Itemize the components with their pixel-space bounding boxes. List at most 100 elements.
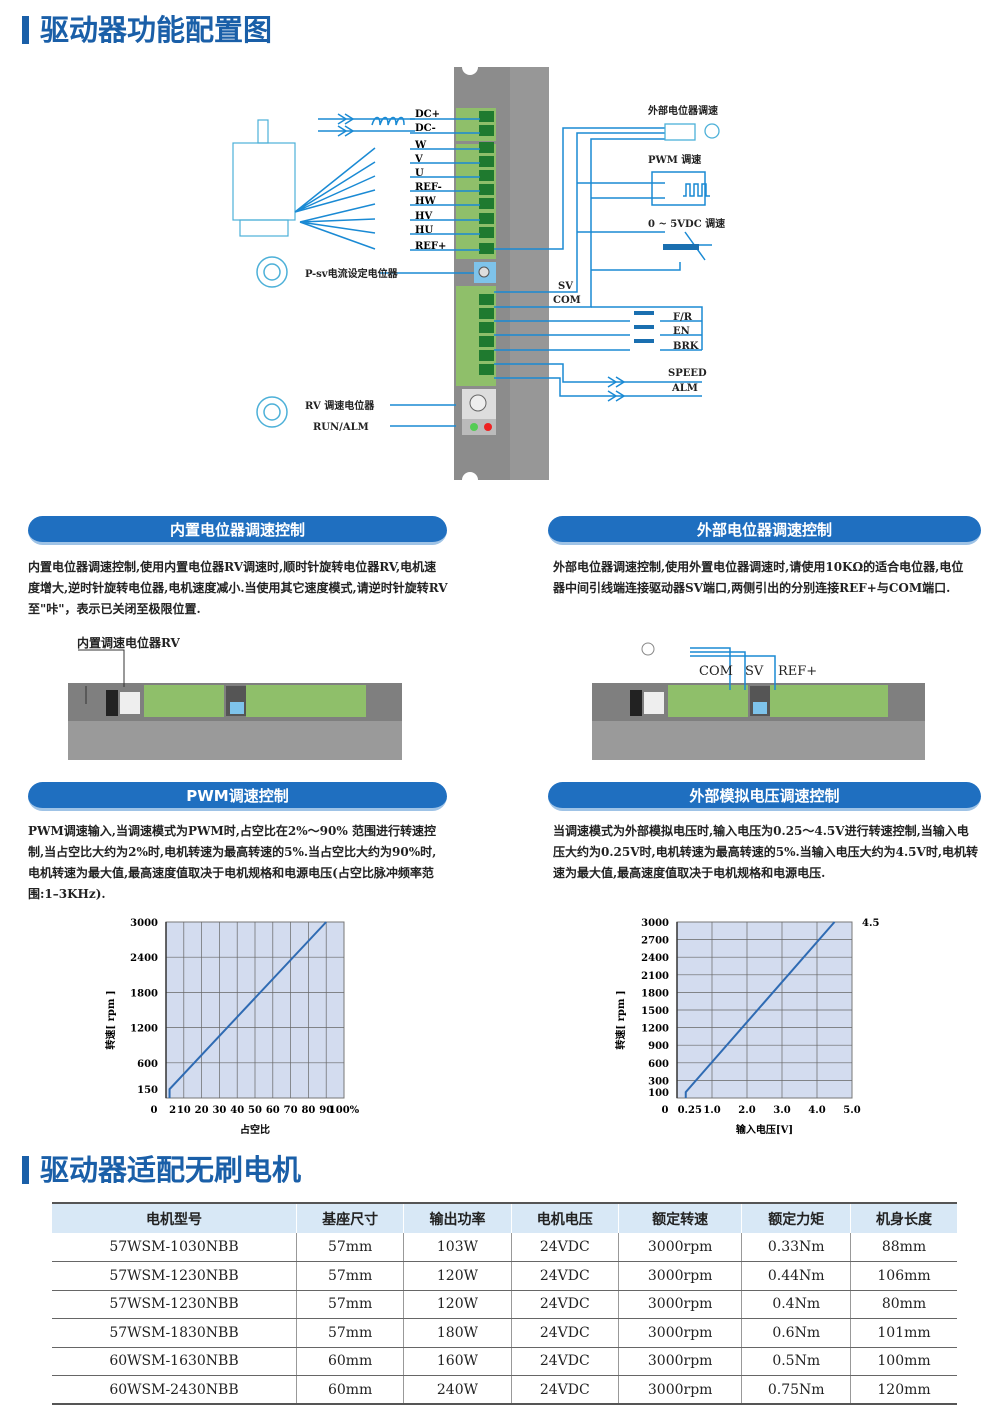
internal-figure-label: 内置调速电位器RV (77, 636, 180, 650)
table-cell: 3000rpm (617, 1233, 742, 1262)
table-cell: 103W (403, 1233, 512, 1262)
terminal-pin (479, 294, 494, 305)
table-cell: 160W (403, 1347, 512, 1376)
en-label: EN (673, 326, 690, 337)
pot-icon-rv (256, 396, 288, 428)
table-cell: 57WSM-1230NBB (52, 1290, 297, 1319)
table-cell: 3000rpm (617, 1375, 742, 1405)
pin-label: DC+ (415, 109, 440, 120)
table-cell: 57mm (295, 1233, 404, 1262)
y-tick-label: 1800 (130, 988, 158, 999)
y-tick-label: 600 (648, 1059, 669, 1070)
pwm-label: PWM 调速 (648, 153, 701, 166)
y-tick-label: 2400 (130, 953, 158, 964)
y-tick-label: 900 (648, 1041, 669, 1052)
column-header: 基座尺寸 (295, 1202, 404, 1233)
motor-icon (232, 119, 296, 237)
table-cell: 3000rpm (617, 1261, 742, 1291)
x-tick-label: 0.25 (678, 1105, 702, 1116)
table-cell: 0.75Nm (741, 1375, 851, 1405)
analog-text: 当调速模式为外部模拟电压时,输入电压为0.25～4.5V进行转速控制,当输入电压… (553, 824, 979, 880)
y-tick-label: 600 (137, 1059, 158, 1070)
series-line (168, 921, 327, 1098)
motor-table: 电机型号基座尺寸输出功率电机电压额定转速额定力矩机身长度 57WSM-1030N… (52, 1202, 957, 1405)
ext-com-label: COM (699, 664, 733, 679)
y-tick-label: 1200 (641, 1024, 669, 1035)
table-cell: 24VDC (510, 1261, 619, 1291)
table-cell: 240W (403, 1375, 512, 1405)
x-tick-label: 30 (212, 1105, 226, 1116)
x-tick-label: 0 (151, 1105, 158, 1116)
y-tick-label: 2400 (641, 953, 669, 964)
voltage-speed-chart: 1003006009001200150018002100240027003000… (614, 918, 879, 1136)
terminal-pin (479, 227, 494, 238)
ext-pot-icon (664, 123, 720, 141)
table-cell: 24VDC (510, 1290, 619, 1319)
table-cell: 80mm (850, 1290, 957, 1319)
table-cell: 60WSM-1630NBB (52, 1347, 297, 1376)
y-tick-label: 3000 (130, 918, 158, 929)
terminal-pin (479, 308, 494, 319)
column-header: 额定转速 (617, 1202, 742, 1233)
ext-sv-label: SV (745, 664, 764, 679)
x-tick-label: 40 (230, 1105, 244, 1116)
x-tick-label: 0 (662, 1105, 669, 1116)
x-tick-label: 100% (329, 1105, 360, 1116)
x-tick-label: 90 (319, 1105, 333, 1116)
rv-label: RV 调速电位器 (305, 399, 375, 412)
com-label: COM (553, 295, 581, 306)
sv-label: SV (558, 281, 573, 292)
table-cell: 101mm (850, 1318, 957, 1348)
table-cell: 100mm (850, 1347, 957, 1376)
x-tick-label: 5.0 (843, 1105, 860, 1116)
table-cell: 60WSM-2430NBB (52, 1375, 297, 1405)
pin-label: HU (415, 225, 433, 236)
x-tick-label: 10 (177, 1105, 191, 1116)
pwm-text: PWM调速输入,当调速模式为PWM时,占空比在2%～90% 范围进行转速控制,当… (28, 824, 437, 901)
table-cell: 57WSM-1830NBB (52, 1318, 297, 1348)
x-axis-label: 输入电压[V] (736, 1123, 793, 1136)
y-tick-label: 1500 (641, 1006, 669, 1017)
table-cell: 88mm (850, 1233, 957, 1262)
section-analog-title: 外部模拟电压调速控制 (548, 782, 981, 811)
y-tick-label: 300 (648, 1076, 669, 1087)
terminal-pin (479, 322, 494, 333)
vdc-label: 0 ~ 5VDC 调速 (648, 217, 725, 230)
terminal-pin (479, 336, 494, 347)
terminal-pin (479, 364, 494, 375)
alm-label: ALM (671, 383, 698, 394)
x-tick-label: 3.0 (773, 1105, 790, 1116)
column-header: 电机电压 (510, 1202, 619, 1233)
table-cell: 24VDC (510, 1318, 619, 1348)
table-cell: 180W (403, 1318, 512, 1348)
y-axis-label: 转速[ rpm ] (614, 990, 627, 1049)
x-tick-label: 20 (195, 1105, 209, 1116)
column-header: 输出功率 (403, 1202, 512, 1233)
terminal-pin (479, 170, 494, 181)
ext-pot-label: 外部电位器调速 (647, 104, 718, 117)
y-tick-label: 3000 (641, 918, 669, 929)
y-tick-label: 2700 (641, 936, 669, 947)
x-tick-label: 80 (301, 1105, 315, 1116)
table-cell: 120W (403, 1261, 512, 1291)
table-cell: 0.5Nm (741, 1347, 851, 1376)
table-cell: 24VDC (510, 1375, 619, 1405)
run-alm-label: RUN/ALM (313, 422, 369, 433)
pin-label: REF- (415, 182, 442, 193)
motor-section-title: 驱动器适配无刷电机 (22, 1152, 301, 1188)
pin-label: DC- (415, 123, 436, 134)
terminal-pin (479, 198, 494, 209)
y-axis-label: 转速[ rpm ] (104, 990, 117, 1049)
table-cell: 0.44Nm (741, 1261, 851, 1291)
table-cell: 57mm (295, 1318, 404, 1348)
table-cell: 120mm (850, 1375, 957, 1405)
ext-ref-label: REF+ (778, 664, 818, 679)
psv-label: P-sv电流设定电位器 (305, 267, 399, 280)
brk-label: BRK (673, 341, 699, 352)
